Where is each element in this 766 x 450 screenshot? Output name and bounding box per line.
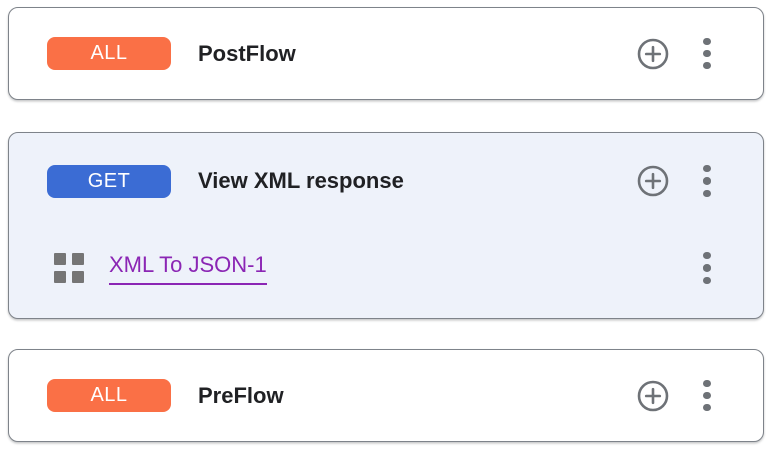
flow-more-options-button[interactable] xyxy=(695,379,719,412)
method-badge: ALL xyxy=(47,379,171,412)
flow-header: ALL PostFlow xyxy=(9,8,763,99)
policy-row: XML To JSON-1 xyxy=(9,229,763,307)
method-badge: ALL xyxy=(47,37,171,70)
method-badge: GET xyxy=(47,164,171,198)
policy-more-options-button[interactable] xyxy=(695,252,719,284)
flow-title: View XML response xyxy=(198,168,404,193)
flow-header: GET View XML response xyxy=(9,133,763,229)
kebab-menu-icon xyxy=(703,379,711,387)
add-step-button[interactable] xyxy=(637,165,669,197)
flow-card-preflow: ALL PreFlow xyxy=(8,349,764,442)
kebab-menu-icon xyxy=(703,252,711,260)
add-step-button[interactable] xyxy=(637,38,669,70)
kebab-menu-icon xyxy=(703,165,711,173)
drag-handle-icon[interactable] xyxy=(54,253,84,283)
flow-title: PreFlow xyxy=(198,382,284,408)
flow-title: PostFlow xyxy=(198,40,296,66)
flow-header: ALL PreFlow xyxy=(9,350,763,441)
flow-card-postflow: ALL PostFlow xyxy=(8,7,764,100)
flow-more-options-button[interactable] xyxy=(695,37,719,70)
plus-circle-icon xyxy=(637,165,669,197)
flow-more-options-button[interactable] xyxy=(695,165,719,197)
flow-card-view-xml-response: GET View XML response xyxy=(8,132,764,319)
kebab-menu-icon xyxy=(703,37,711,45)
add-step-button[interactable] xyxy=(637,380,669,412)
plus-circle-icon xyxy=(637,380,669,412)
plus-circle-icon xyxy=(637,38,669,70)
policy-link-xml-to-json[interactable]: XML To JSON-1 xyxy=(109,252,267,285)
